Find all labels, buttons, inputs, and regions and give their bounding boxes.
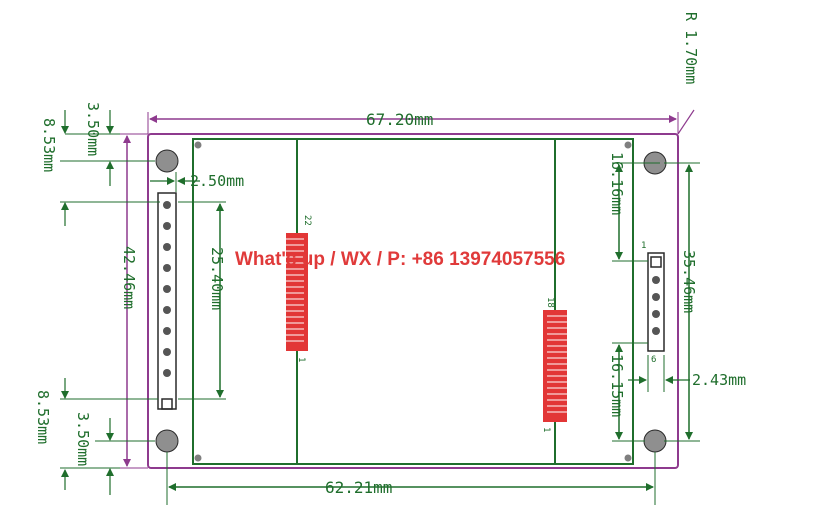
dim-left-top-hole: 3.50mm — [84, 102, 102, 156]
dim-right-bottom-offset: 16.15mm — [608, 354, 626, 417]
left-fpc-pad-gaps — [286, 238, 304, 342]
dim-width-total: 67.20mm — [366, 110, 433, 129]
right-fpc-pad-gaps — [547, 315, 567, 413]
left-fpc-label-bottom: 1 — [296, 357, 306, 362]
right-pin-header — [647, 252, 665, 352]
right-fpc-label-top: 18 — [545, 297, 555, 308]
right-header-pins — [650, 256, 662, 335]
display-corner-dot — [194, 141, 202, 149]
left-fpc-label-top: 22 — [302, 215, 312, 226]
dim-right-top-offset: 16.16mm — [608, 152, 626, 215]
right-header-label-top: 1 — [641, 241, 646, 251]
right-header-label-bottom: 6 — [651, 355, 656, 365]
dim-height-left: 42.46mm — [120, 246, 138, 309]
pcb-outline — [147, 133, 679, 469]
display-corner-dot — [194, 454, 202, 462]
dim-left-pin-offset: 2.50mm — [190, 172, 244, 190]
dim-left-bottom-offset: 8.53mm — [34, 390, 52, 444]
dim-left-pin-span: 25.40mm — [208, 247, 226, 310]
dim-right-pin-offset: 2.43mm — [692, 371, 746, 389]
mount-hole-top-left — [155, 149, 179, 173]
dim-corner-radius: R 1.70mm — [682, 12, 700, 84]
right-fpc-pads — [543, 310, 567, 422]
display-corner-dot — [624, 454, 632, 462]
radius-leader — [677, 109, 695, 135]
mount-hole-bottom-left — [155, 429, 179, 453]
dim-right-span: 35.46mm — [680, 250, 698, 313]
left-header-pins — [161, 201, 173, 410]
display-area-outline — [192, 138, 634, 465]
dim-bottom-width: 62.21mm — [325, 478, 392, 497]
mount-hole-bottom-right — [643, 429, 667, 453]
watermark-contact: What's up / WX / P: +86 13974057556 — [235, 249, 565, 270]
display-corner-dot — [624, 141, 632, 149]
dim-left-top-offset: 8.53mm — [40, 118, 58, 172]
dim-left-bottom-hole: 3.50mm — [74, 412, 92, 466]
right-fpc-label-bottom: 1 — [541, 427, 551, 432]
